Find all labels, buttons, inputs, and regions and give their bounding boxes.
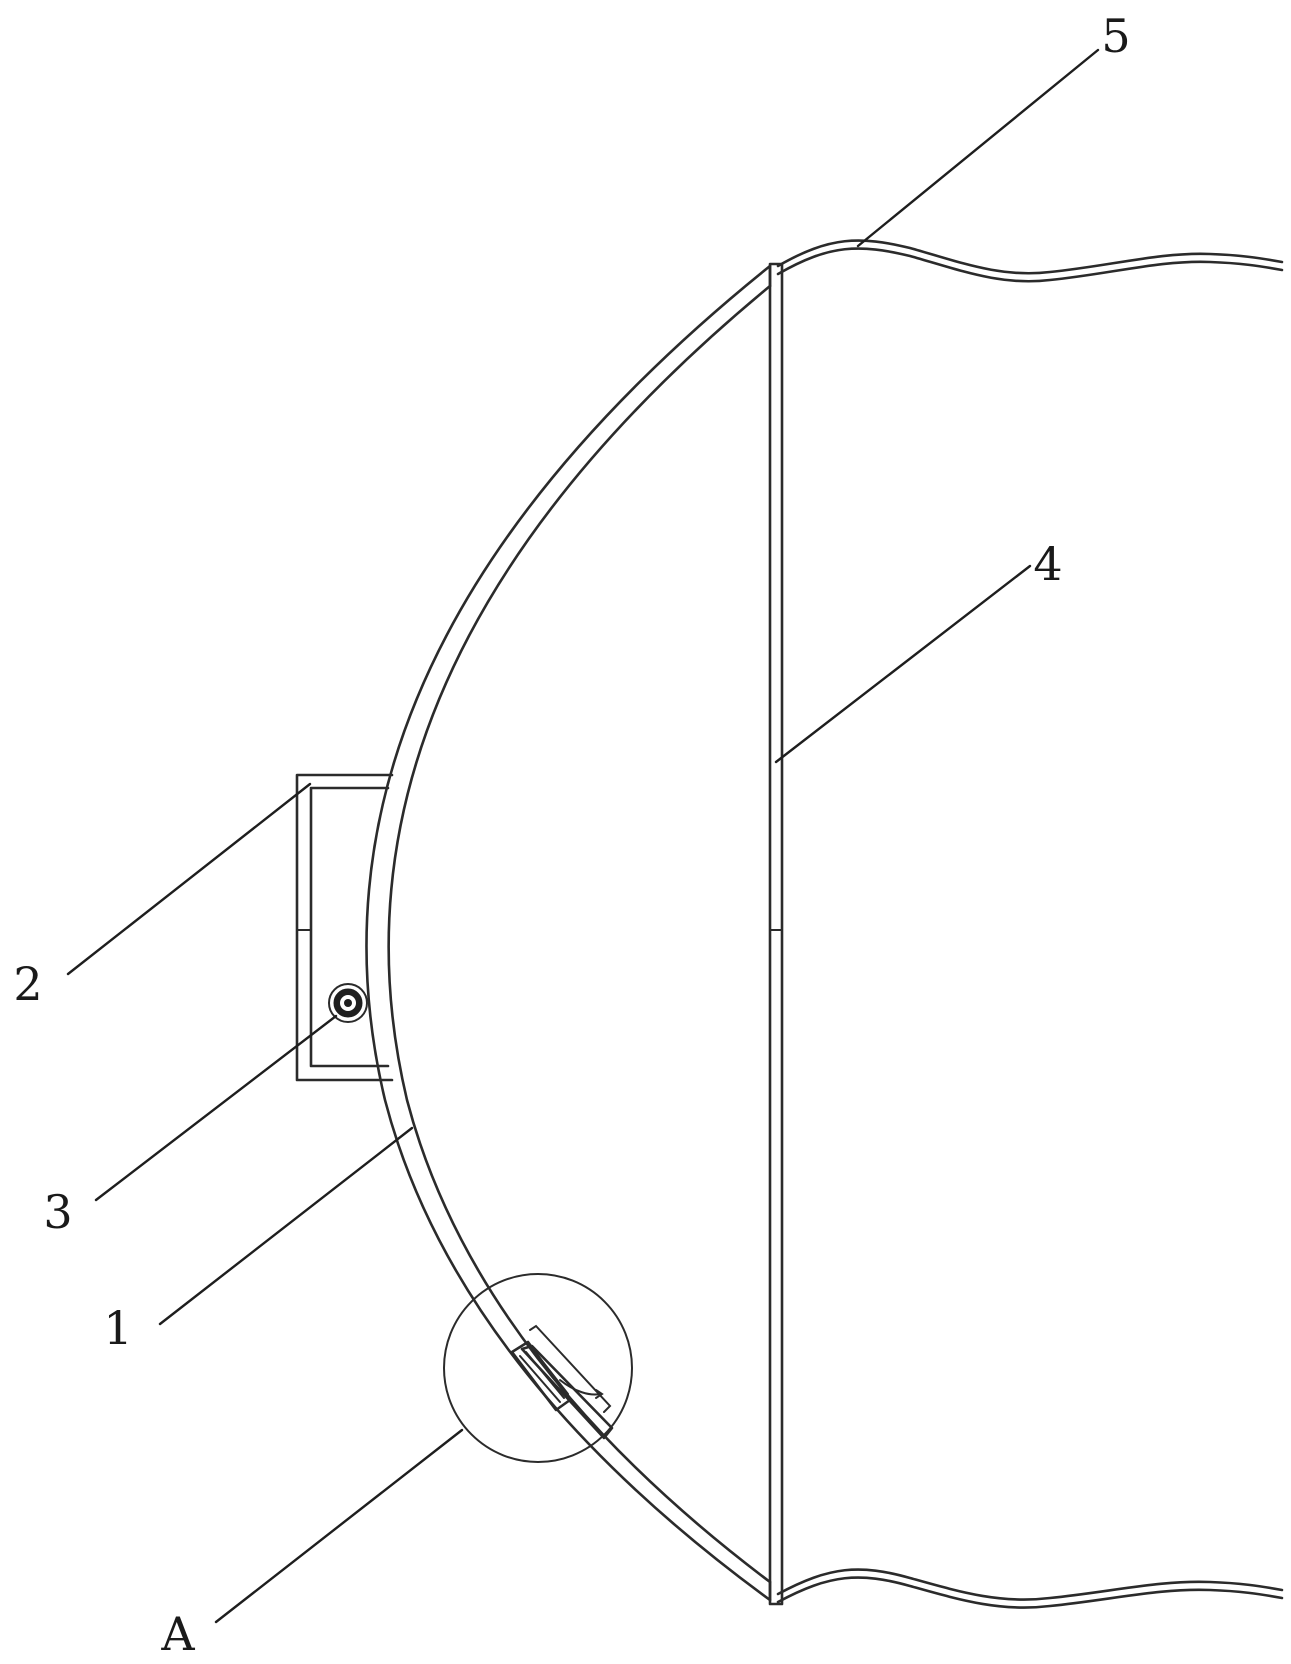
leader-line-2	[66, 782, 312, 976]
leader-line-1	[158, 1126, 414, 1326]
label-4: 4	[1033, 537, 1062, 591]
curved-shell-1	[365, 264, 772, 1602]
label-a: A	[160, 1607, 195, 1661]
bracket-2	[295, 773, 394, 1082]
label-3: 3	[43, 1185, 72, 1239]
vertical-plate-4	[768, 262, 784, 1606]
leader-line-5	[856, 48, 1100, 248]
bolt-3	[328, 983, 368, 1023]
label-2: 2	[13, 957, 42, 1011]
label-1: 1	[103, 1301, 132, 1355]
leader-line-a	[214, 1428, 464, 1624]
leader-line-3	[94, 1014, 338, 1202]
wavy-pipe-5	[776, 239, 1284, 1609]
leader-line-4	[774, 564, 1032, 764]
label-5: 5	[1101, 9, 1130, 63]
detail-a-clip	[443, 1273, 633, 1463]
